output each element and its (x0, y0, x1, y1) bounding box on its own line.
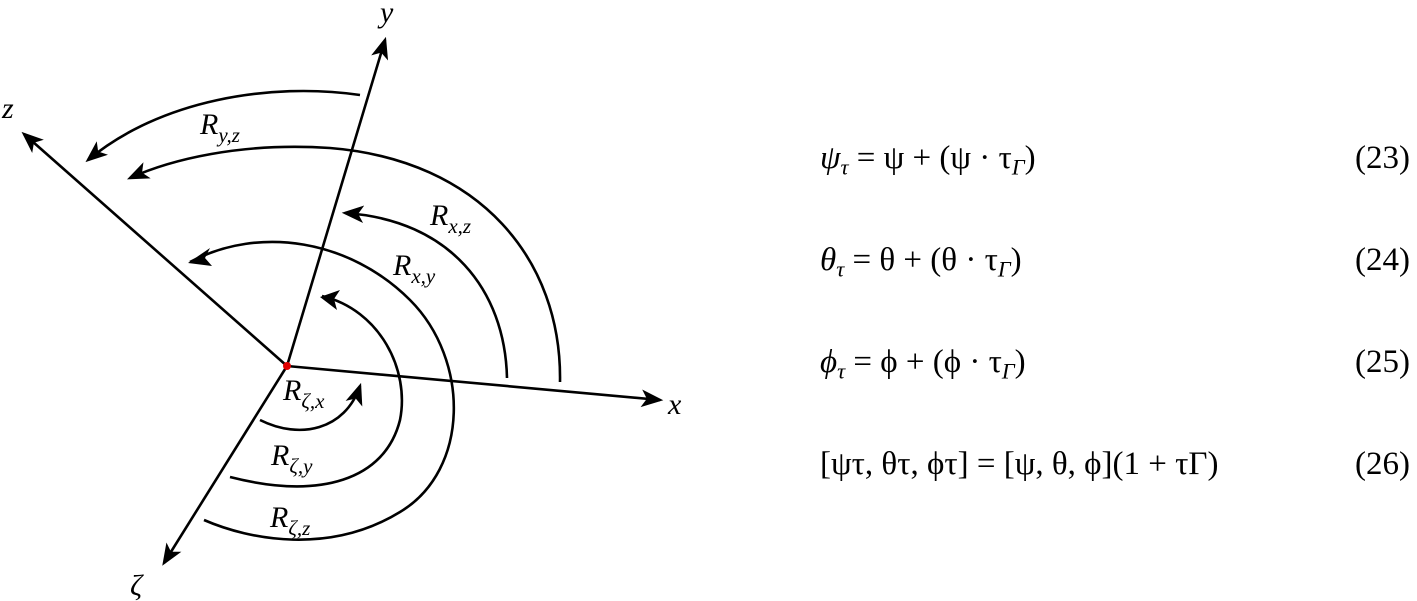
equation-23: ψτ = ψ + (ψ · τΓ) (23) (820, 140, 1410, 200)
equation-number: (24) (1355, 242, 1410, 278)
label-Ryz: Ry,z (199, 108, 240, 147)
label-Rzx: Rζ,x (282, 374, 325, 413)
arc-Rzx (259, 382, 363, 432)
zeta-axis-label: ζ (130, 569, 144, 601)
equation-number: (25) (1355, 344, 1410, 380)
y-axis (285, 36, 389, 367)
label-Rxz: Rx,z (429, 199, 471, 238)
origin-point (283, 362, 291, 370)
arc-Rxy-Rzz (189, 240, 456, 541)
arc-Rxz (341, 205, 509, 379)
equation-expr: θτ = θ + (θ · τΓ) (820, 242, 1022, 282)
equations-block: ψτ = ψ + (ψ · τΓ) (23) θτ = θ + (θ · τΓ)… (820, 140, 1410, 548)
label-Rzy: Rζ,y (270, 439, 313, 478)
equation-expr: ϕτ = ϕ + (ϕ · τΓ) (820, 344, 1026, 384)
rotation-axes-diagram: y z x ζ Ry,z Rx,z Rx,y Rζ,x Rζ,y Rζ,z (1, 0, 682, 601)
z-axis-label: z (1, 92, 14, 125)
equation-expr: ψτ = ψ + (ψ · τΓ) (820, 140, 1036, 180)
x-axis (286, 364, 664, 408)
equation-25: ϕτ = ϕ + (ϕ · τΓ) (25) (820, 344, 1410, 404)
arrowhead-Rxy (188, 248, 212, 266)
arc-outer-xz (126, 145, 562, 383)
equation-number: (23) (1355, 140, 1410, 176)
label-Rzz: Rζ,z (269, 501, 310, 540)
y-axis-label: y (377, 0, 394, 29)
arc-Rzy (229, 294, 404, 488)
x-axis-label: x (667, 388, 682, 421)
arc-Ryz (85, 89, 361, 163)
equation-26: [ψτ, θτ, ϕτ] = [ψ, θ, ϕ](1 + τΓ) (26) (820, 446, 1410, 506)
arrowhead-Rzy (320, 290, 340, 310)
label-Rxy: Rx,y (392, 249, 436, 288)
equation-24: θτ = θ + (θ · τΓ) (24) (820, 242, 1410, 302)
z-axis (21, 131, 288, 367)
equation-expr: [ψτ, θτ, ϕτ] = [ψ, θ, ϕ](1 + τΓ) (820, 446, 1219, 482)
equation-number: (26) (1355, 446, 1410, 482)
zeta-axis (162, 365, 289, 566)
